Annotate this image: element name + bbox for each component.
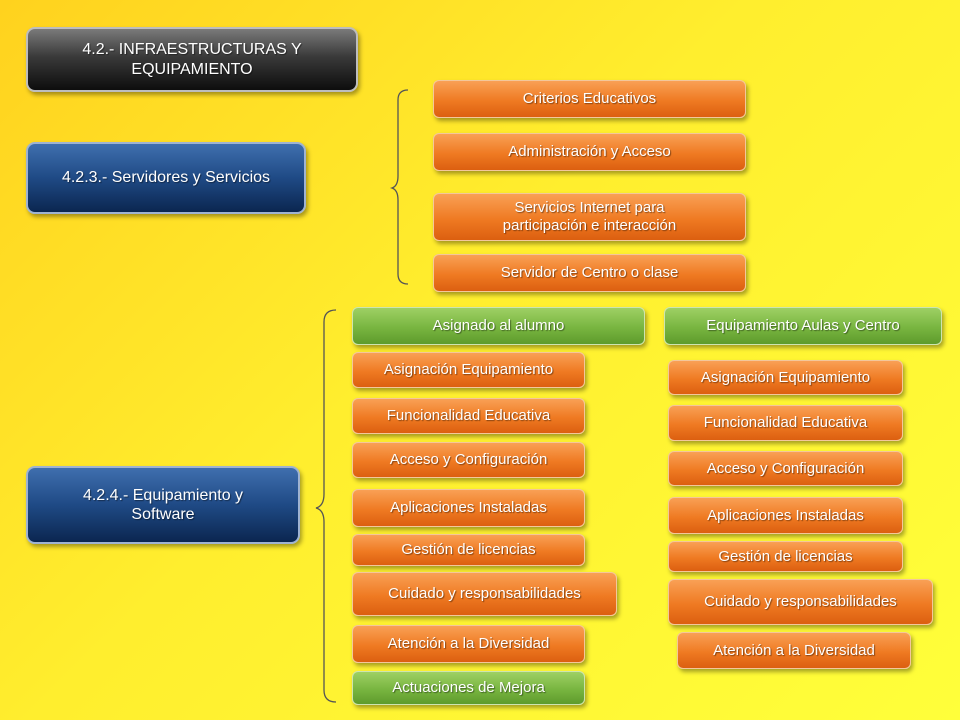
aulas-item-1: Asignación Equipamiento xyxy=(668,360,903,395)
alumno-item-2-text: Funcionalidad Educativa xyxy=(386,407,551,424)
alumno-item-1-text: Asignación Equipamiento xyxy=(383,361,554,378)
servidores-item-3-text: Servicios Internet para participación e … xyxy=(502,199,677,234)
servidores-item-2: Administración y Acceso xyxy=(433,133,746,171)
heading-servidores-text: 4.2.3.- Servidores y Servicios xyxy=(61,169,271,187)
servidores-item-2-text: Administración y Acceso xyxy=(508,143,671,160)
aulas-item-6-text: Cuidado y responsabilidades xyxy=(704,593,897,610)
main-title: 4.2.- INFRAESTRUCTURAS Y EQUIPAMIENTO xyxy=(26,27,358,92)
alumno-item-5-text: Gestión de licencias xyxy=(401,541,536,558)
alumno-item-7-text: Atención a la Diversidad xyxy=(387,635,550,652)
alumno-item-6-text: Cuidado y responsabilidades xyxy=(388,585,581,602)
aulas-item-3-text: Acceso y Configuración xyxy=(706,459,865,477)
bracket-servidores xyxy=(389,89,409,285)
aulas-item-4-text: Aplicaciones Instaladas xyxy=(707,506,864,524)
aulas-header: Equipamiento Aulas y Centro xyxy=(664,307,942,345)
heading-servidores: 4.2.3.- Servidores y Servicios xyxy=(26,142,306,214)
aulas-item-3: Acceso y Configuración xyxy=(668,451,903,486)
aulas-item-6: Cuidado y responsabilidades xyxy=(668,579,933,625)
alumno-item-4-text: Aplicaciones Instaladas xyxy=(390,499,547,516)
alumno-item-7: Atención a la Diversidad xyxy=(352,625,585,663)
heading-equipamiento: 4.2.4.- Equipamiento y Software xyxy=(26,466,300,544)
servidores-item-1-text: Criterios Educativos xyxy=(522,90,657,107)
aulas-item-2-text: Funcionalidad Educativa xyxy=(703,414,868,431)
alumno-header-text: Asignado al alumno xyxy=(432,317,565,334)
aulas-item-1-text: Asignación Equipamiento xyxy=(700,368,871,386)
alumno-item-6: Cuidado y responsabilidades xyxy=(352,572,617,616)
alumno-item-3: Acceso y Configuración xyxy=(352,442,585,478)
servidores-item-4-text: Servidor de Centro o clase xyxy=(500,264,679,281)
aulas-item-4: Aplicaciones Instaladas xyxy=(668,497,903,534)
alumno-header: Asignado al alumno xyxy=(352,307,645,345)
servidores-item-1: Criterios Educativos xyxy=(433,80,746,118)
alumno-item-5: Gestión de licencias xyxy=(352,534,585,566)
aulas-item-2: Funcionalidad Educativa xyxy=(668,405,903,441)
heading-equipamiento-text: 4.2.4.- Equipamiento y Software xyxy=(82,486,244,523)
alumno-item-3-text: Acceso y Configuración xyxy=(389,451,548,468)
alumno-footer-text: Actuaciones de Mejora xyxy=(392,679,545,696)
aulas-header-text: Equipamiento Aulas y Centro xyxy=(706,317,900,334)
bracket-equipamiento xyxy=(315,309,337,703)
alumno-item-1: Asignación Equipamiento xyxy=(352,352,585,388)
aulas-item-5: Gestión de licencias xyxy=(668,541,903,572)
alumno-footer: Actuaciones de Mejora xyxy=(352,671,585,705)
aulas-item-7-text: Atención a la Diversidad xyxy=(713,641,875,659)
alumno-item-2: Funcionalidad Educativa xyxy=(352,398,585,434)
servidores-item-3: Servicios Internet para participación e … xyxy=(433,193,746,241)
aulas-item-7: Atención a la Diversidad xyxy=(677,632,911,669)
alumno-item-4: Aplicaciones Instaladas xyxy=(352,489,585,527)
servidores-item-4: Servidor de Centro o clase xyxy=(433,254,746,292)
aulas-item-5-text: Gestión de licencias xyxy=(718,547,853,565)
main-title-text: 4.2.- INFRAESTRUCTURAS Y EQUIPAMIENTO xyxy=(82,41,302,78)
